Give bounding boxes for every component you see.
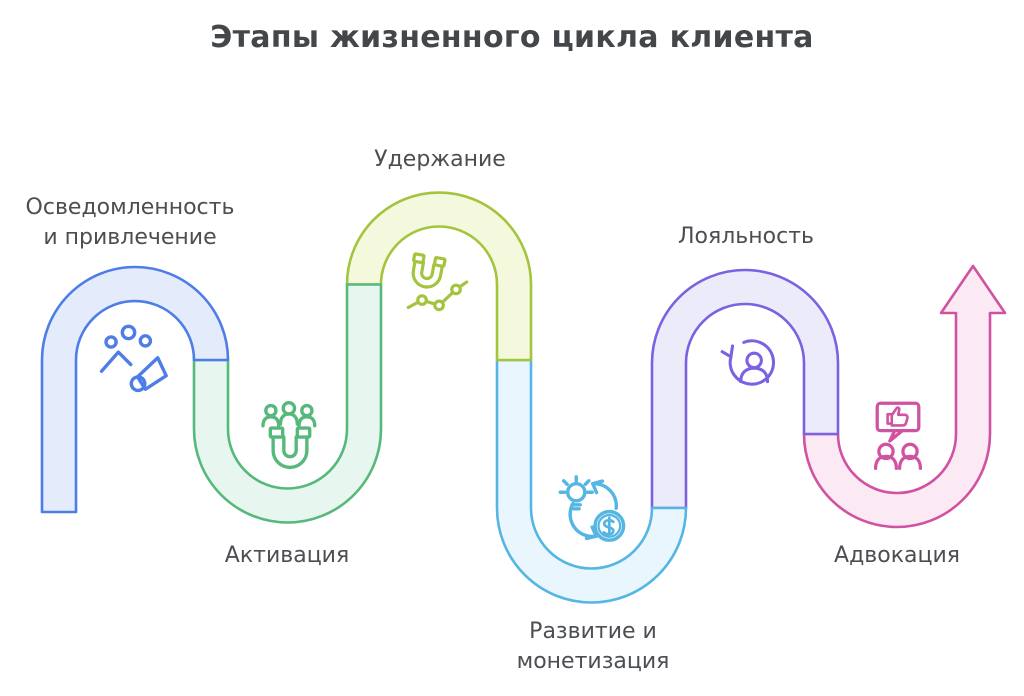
stage-label-line: Осведомленность: [25, 195, 235, 220]
stage-label-loyalty: Лояльность: [678, 224, 814, 249]
stage-shape-monetization: [495, 358, 688, 604]
customer-loop-icon: [720, 339, 776, 386]
megaphone-audience-icon: [99, 324, 168, 393]
stage-label-line: и привлечение: [43, 225, 217, 250]
stage-shape-activation: [192, 283, 383, 524]
stage-shape-advocacy: [802, 264, 1007, 529]
magnet-growth-chart-icon: [406, 252, 469, 312]
stage-label-retention: Удержание: [374, 147, 506, 172]
review-people-icon: [873, 401, 923, 470]
stage-label-line: Развитие и: [529, 619, 657, 644]
idea-to-money-cycle-icon: [558, 475, 626, 542]
stage-label-awareness: Осведомленность и привлечение: [26, 193, 235, 253]
magnet-users-icon: [261, 401, 317, 470]
stage-label-line: монетизация: [516, 649, 670, 674]
stage-shape-loyalty: [650, 268, 840, 510]
stage-label-monetization: Развитие и монетизация: [517, 617, 670, 677]
page-title: Этапы жизненного цикла клиента: [210, 20, 814, 55]
stage-label-activation: Активация: [224, 543, 350, 568]
stage-shape-awareness: [40, 265, 230, 514]
stage-label-advocacy: Адвокация: [834, 543, 960, 568]
stage-shape-retention: [345, 191, 533, 362]
